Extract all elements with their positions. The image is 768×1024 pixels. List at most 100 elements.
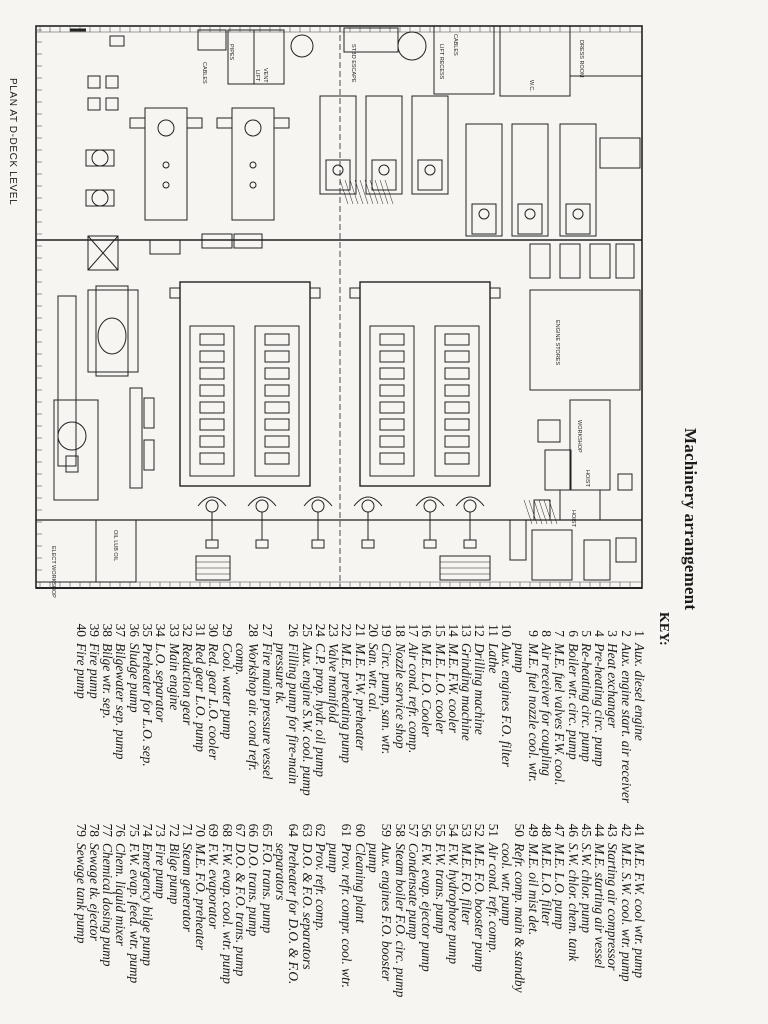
key-item-number: 56 [419, 823, 435, 837]
generator-block [517, 203, 543, 235]
key-item-text: Valve manifold [326, 643, 342, 723]
cylinder [199, 452, 225, 465]
cylinder [379, 333, 405, 346]
key-item-text: M.E. F.O. filter [459, 843, 475, 925]
hatch-line [548, 499, 558, 525]
pump-unit [361, 499, 375, 513]
key-item-number: 12 [472, 623, 488, 637]
key-item-number: 36 [126, 623, 142, 637]
key-item-number: 23 [326, 623, 342, 637]
key-item-text: Chem. liquid mixer [113, 843, 129, 947]
cylinder [379, 367, 405, 380]
key-item-text: Aux. engines F.O. filter [499, 643, 515, 767]
pump-base [463, 539, 477, 549]
cylinder [379, 401, 405, 414]
key-item-number: 20 [366, 623, 382, 637]
cylinder [444, 418, 470, 431]
key-item-number: 4 [592, 630, 608, 637]
cylinder [264, 418, 290, 431]
cylinder [264, 435, 290, 448]
key-item-text: S.W. chlor. chem. tank [565, 843, 581, 962]
key-item-text: Cool. water pump [219, 643, 235, 740]
key-item-number: 11 [485, 624, 501, 637]
pump-unit [423, 499, 437, 513]
key-item-number: 65 [259, 823, 275, 837]
hatch-line [354, 179, 364, 205]
key-item-text: M.E. L.O. filter [538, 843, 554, 926]
drawing-label: CABLES [201, 62, 207, 84]
cylinder [264, 452, 290, 465]
key-item-text: Main engine [166, 643, 182, 711]
hatch-line [523, 499, 533, 525]
key-item-number: 53 [459, 823, 475, 837]
key-item-text: Fire pump [153, 843, 169, 899]
key-item-text: F.O. trans. pump [259, 843, 275, 934]
drawing-label: WORKSHOP [576, 420, 582, 453]
key-item-number: 64 [286, 823, 302, 837]
hatch-line [359, 179, 369, 205]
key-item-number: 38 [100, 623, 116, 637]
key-item-text: Preheater for D.O. & F.O. [286, 843, 302, 985]
pump-unit [463, 499, 477, 513]
key-item-text: Aux. engine S.W. cool. pump [299, 643, 315, 796]
cylinder [379, 384, 405, 397]
key-item-continuation: pump [326, 843, 342, 873]
key-item-number: 52 [472, 823, 488, 837]
drawing-label: HOIST [570, 510, 576, 527]
key-item-number: 17 [405, 623, 421, 637]
pump-unit [311, 499, 325, 513]
key-item-number: 32 [179, 623, 195, 637]
key-item-text: M.E. L.O. pump [552, 843, 568, 930]
cylinder [264, 333, 290, 346]
key-item-number: 29 [219, 623, 235, 637]
pipe-bend [303, 496, 333, 507]
hatch-line [369, 179, 379, 205]
generator-block [417, 159, 443, 191]
key-item-continuation: pressure tk. [272, 643, 288, 705]
cylinder [199, 418, 225, 431]
flywheel [424, 164, 436, 176]
aux-diesel-engine [465, 123, 503, 237]
pipe-bend [197, 496, 227, 507]
key-item-number: 21 [352, 623, 368, 637]
key-item-text: Red. gear L.O. cooler [206, 643, 222, 760]
hatch-line [339, 179, 349, 205]
plan-label: PLAN AT D-DECK LEVEL [7, 78, 18, 206]
key-item-number: 18 [392, 623, 408, 637]
pump-unit [255, 499, 269, 513]
key-item-number: 10 [499, 623, 515, 637]
drawing-label: W.C. [528, 80, 534, 92]
key-item-number: 73 [153, 823, 169, 837]
key-item-text: Filling pump for fire-main [286, 643, 302, 785]
key-item-text: C.P. prop. hydr. oil pump [312, 643, 328, 777]
key-item-number: 45 [578, 823, 594, 837]
key-item-number: 39 [86, 623, 102, 637]
